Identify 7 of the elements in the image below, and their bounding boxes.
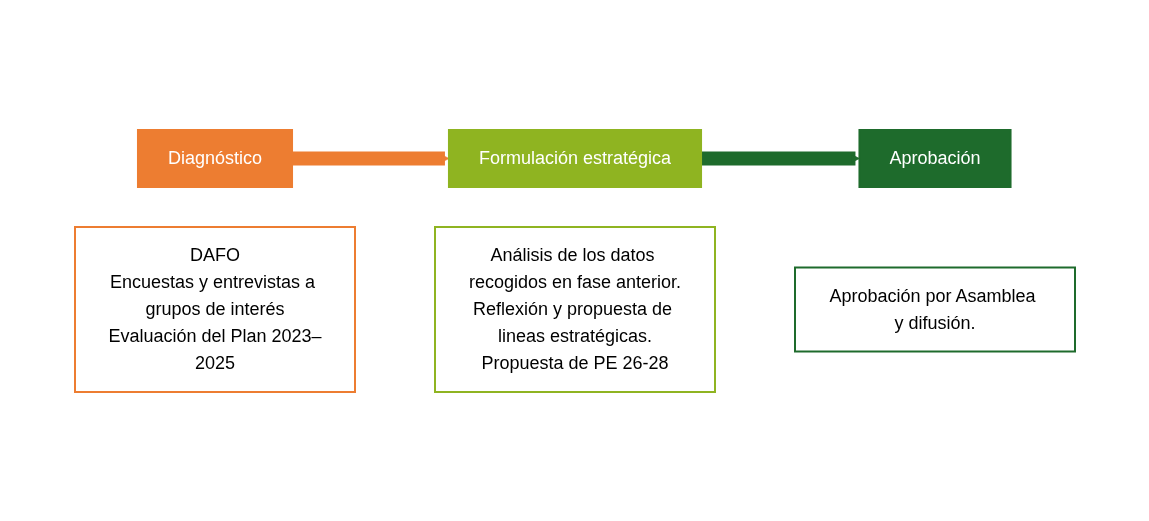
arrow [291, 151, 449, 165]
node-box: Formulación estratégica [447, 128, 702, 188]
node-box: Diagnóstico [136, 128, 293, 188]
node-box: DAFO Encuestas y entrevistas a grupos de interés Evaluación del Plan 2023–2025 [73, 225, 356, 393]
node-box: Análisis de los datos recogidos en fase anterior. Reflexión y propuesta de lineas estratégicas. Propuesta de PE 26-28 [433, 225, 716, 393]
node-box: Aprobación por Asamblea y difusión. [793, 266, 1076, 352]
node-box: Aprobación [857, 128, 1012, 188]
